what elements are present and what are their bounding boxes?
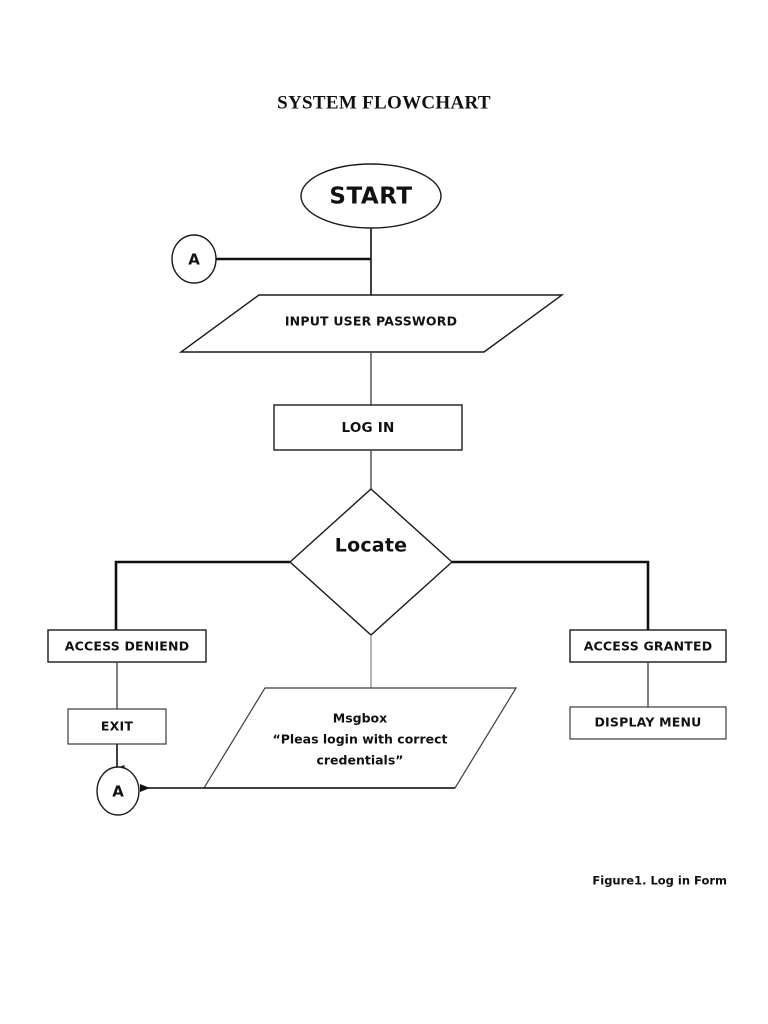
display-menu-rect-shape: [569, 706, 727, 740]
node-connector-out[interactable]: A: [96, 766, 140, 816]
start-label: START: [329, 184, 412, 210]
locate-diamond-shape: [288, 488, 454, 636]
msgbox-line-1: Msgbox: [333, 711, 387, 726]
node-display-menu[interactable]: DISPLAY MENU: [569, 706, 727, 740]
node-input-user-password[interactable]: INPUT USER PASSWORD: [178, 294, 565, 353]
figure-caption: Figure1. Log in Form: [592, 874, 727, 888]
msgbox-line-3: credentials”: [316, 753, 403, 768]
input-label: INPUT USER PASSWORD: [285, 314, 457, 329]
edge-locate-to-denied: [114, 560, 290, 630]
edge-locate-to-granted: [452, 560, 650, 630]
msgbox-line-2: “Pleas login with correct: [273, 732, 448, 747]
node-connector-in[interactable]: A: [171, 234, 217, 284]
access-granted-rect-shape: [569, 629, 727, 663]
exit-label: EXIT: [101, 719, 133, 734]
node-locate[interactable]: Locate: [288, 488, 454, 636]
login-label: LOG IN: [342, 420, 395, 436]
exit-rect-shape: [67, 708, 167, 745]
login-rect-shape: [273, 404, 463, 451]
node-exit[interactable]: EXIT: [67, 708, 167, 745]
node-start[interactable]: START: [300, 163, 442, 229]
page-title: SYSTEM FLOWCHART: [277, 92, 491, 113]
display-menu-label: DISPLAY MENU: [594, 715, 701, 730]
connector-in-label: A: [188, 251, 200, 269]
connector-out-label: A: [112, 783, 124, 801]
connector-out-circle-shape: [96, 766, 140, 816]
node-access-deniend[interactable]: ACCESS DENIEND: [47, 629, 207, 663]
input-parallelogram-shape: [178, 294, 565, 353]
access-granted-label: ACCESS GRANTED: [584, 639, 713, 654]
node-log-in[interactable]: LOG IN: [273, 404, 463, 451]
access-deniend-rect-shape: [47, 629, 207, 663]
node-msgbox[interactable]: Msgbox “Pleas login with correct credent…: [202, 687, 518, 789]
locate-label: Locate: [335, 535, 407, 557]
node-access-granted[interactable]: ACCESS GRANTED: [569, 629, 727, 663]
access-deniend-label: ACCESS DENIEND: [65, 639, 190, 654]
